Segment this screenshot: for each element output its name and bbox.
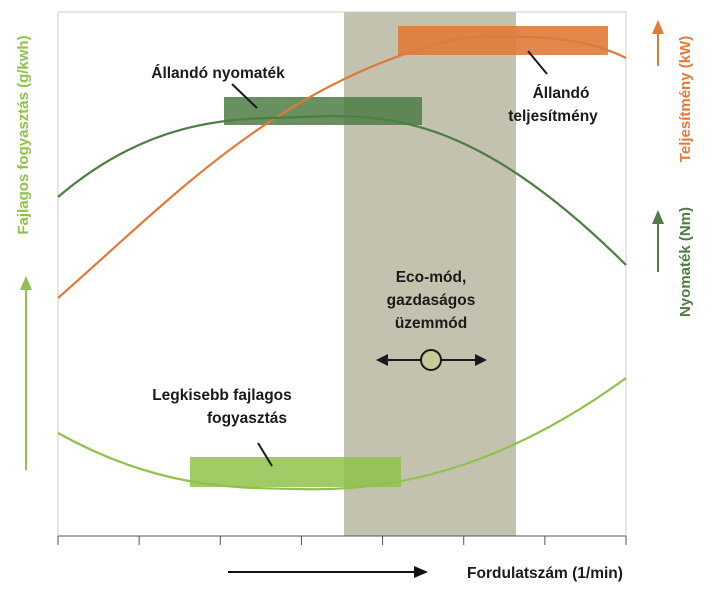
annotation-allando-teljesitmeny-line2: teljesítmény xyxy=(508,108,598,125)
x-axis-label: Fordulatszám (1/min) xyxy=(467,565,623,582)
x-axis-ticks xyxy=(57,536,627,545)
y-axis-label-teljesitmeny: Teljesítmény (kW) xyxy=(677,36,694,162)
eco-double-arrow-icon xyxy=(376,349,487,371)
leader-allando-teljesitmeny xyxy=(527,50,548,75)
eco-label-line1: Eco-mód, xyxy=(396,269,467,286)
leader-legkisebb xyxy=(257,442,273,467)
annotation-allando-nyomatek: Állandó nyomaték xyxy=(151,65,285,82)
leader-allando-nyomatek xyxy=(231,83,258,109)
band-legkisebb-fogyasztas xyxy=(190,457,401,487)
up-arrow-icon-teljesitmeny xyxy=(652,20,664,66)
annotation-legkisebb-line1: Legkisebb fajlagos xyxy=(152,387,292,404)
curve-fogyasztas xyxy=(57,377,627,491)
annotation-allando-teljesitmeny-line1: Állandó xyxy=(533,85,590,102)
band-allando-teljesitmeny xyxy=(398,26,608,55)
curve-nyomatek xyxy=(57,115,627,266)
y-axis-label-left: Fajlagos fogyasztás (g/kwh) xyxy=(15,35,32,234)
y-axis-label-nyomatek: Nyomaték (Nm) xyxy=(677,207,694,317)
curve-teljesitmeny xyxy=(57,35,627,299)
up-arrow-icon-nyomatek xyxy=(652,210,664,272)
eco-label-line2: gazdaságos xyxy=(387,292,476,309)
up-arrow-icon-left xyxy=(20,276,32,470)
eco-label-line3: üzemmód xyxy=(395,315,467,332)
annotation-legkisebb-line2: fogyasztás xyxy=(207,410,287,427)
right-arrow-icon-x xyxy=(228,566,428,578)
